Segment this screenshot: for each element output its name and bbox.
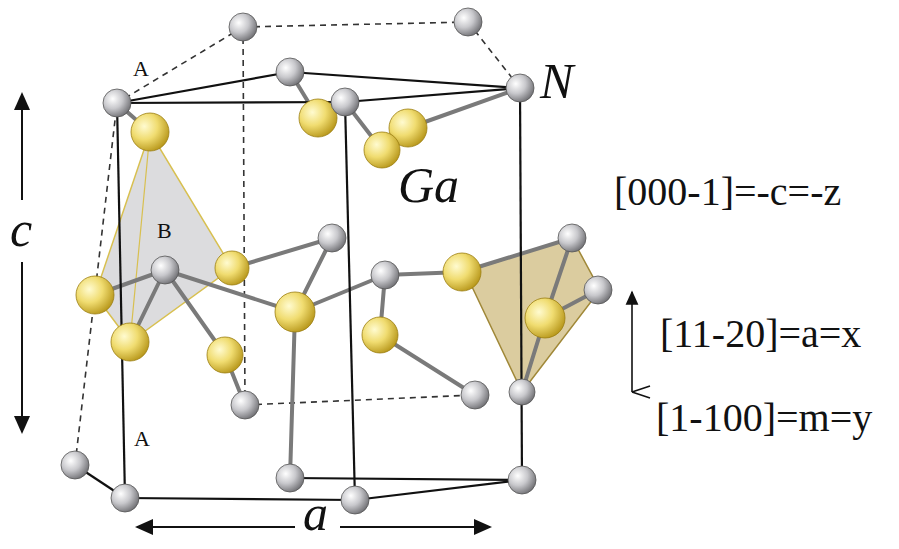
cell-solid-lines [75,72,522,500]
nitrogen-atoms [61,8,612,514]
axis-symbol [632,292,650,398]
atom-label: Ga [398,160,459,210]
gallium-atoms [76,99,565,373]
site-label: B [157,220,172,242]
dimension-arrows [22,94,490,527]
tetrahedron [465,238,600,392]
dimension-label: a [303,488,328,538]
tetrahedron-edge [522,238,572,392]
atom-label: N [540,56,573,106]
direction-label: [11-20]=a=x [660,314,861,354]
direction-label: [000-1]=-c=-z [614,172,841,212]
dimension-label: c [10,204,32,254]
tetrahedron [95,132,232,342]
site-label: A [134,428,150,450]
cell-dashed-lines [75,22,520,465]
site-label: A [133,58,149,80]
direction-label: [1-100]=m=y [656,398,872,438]
